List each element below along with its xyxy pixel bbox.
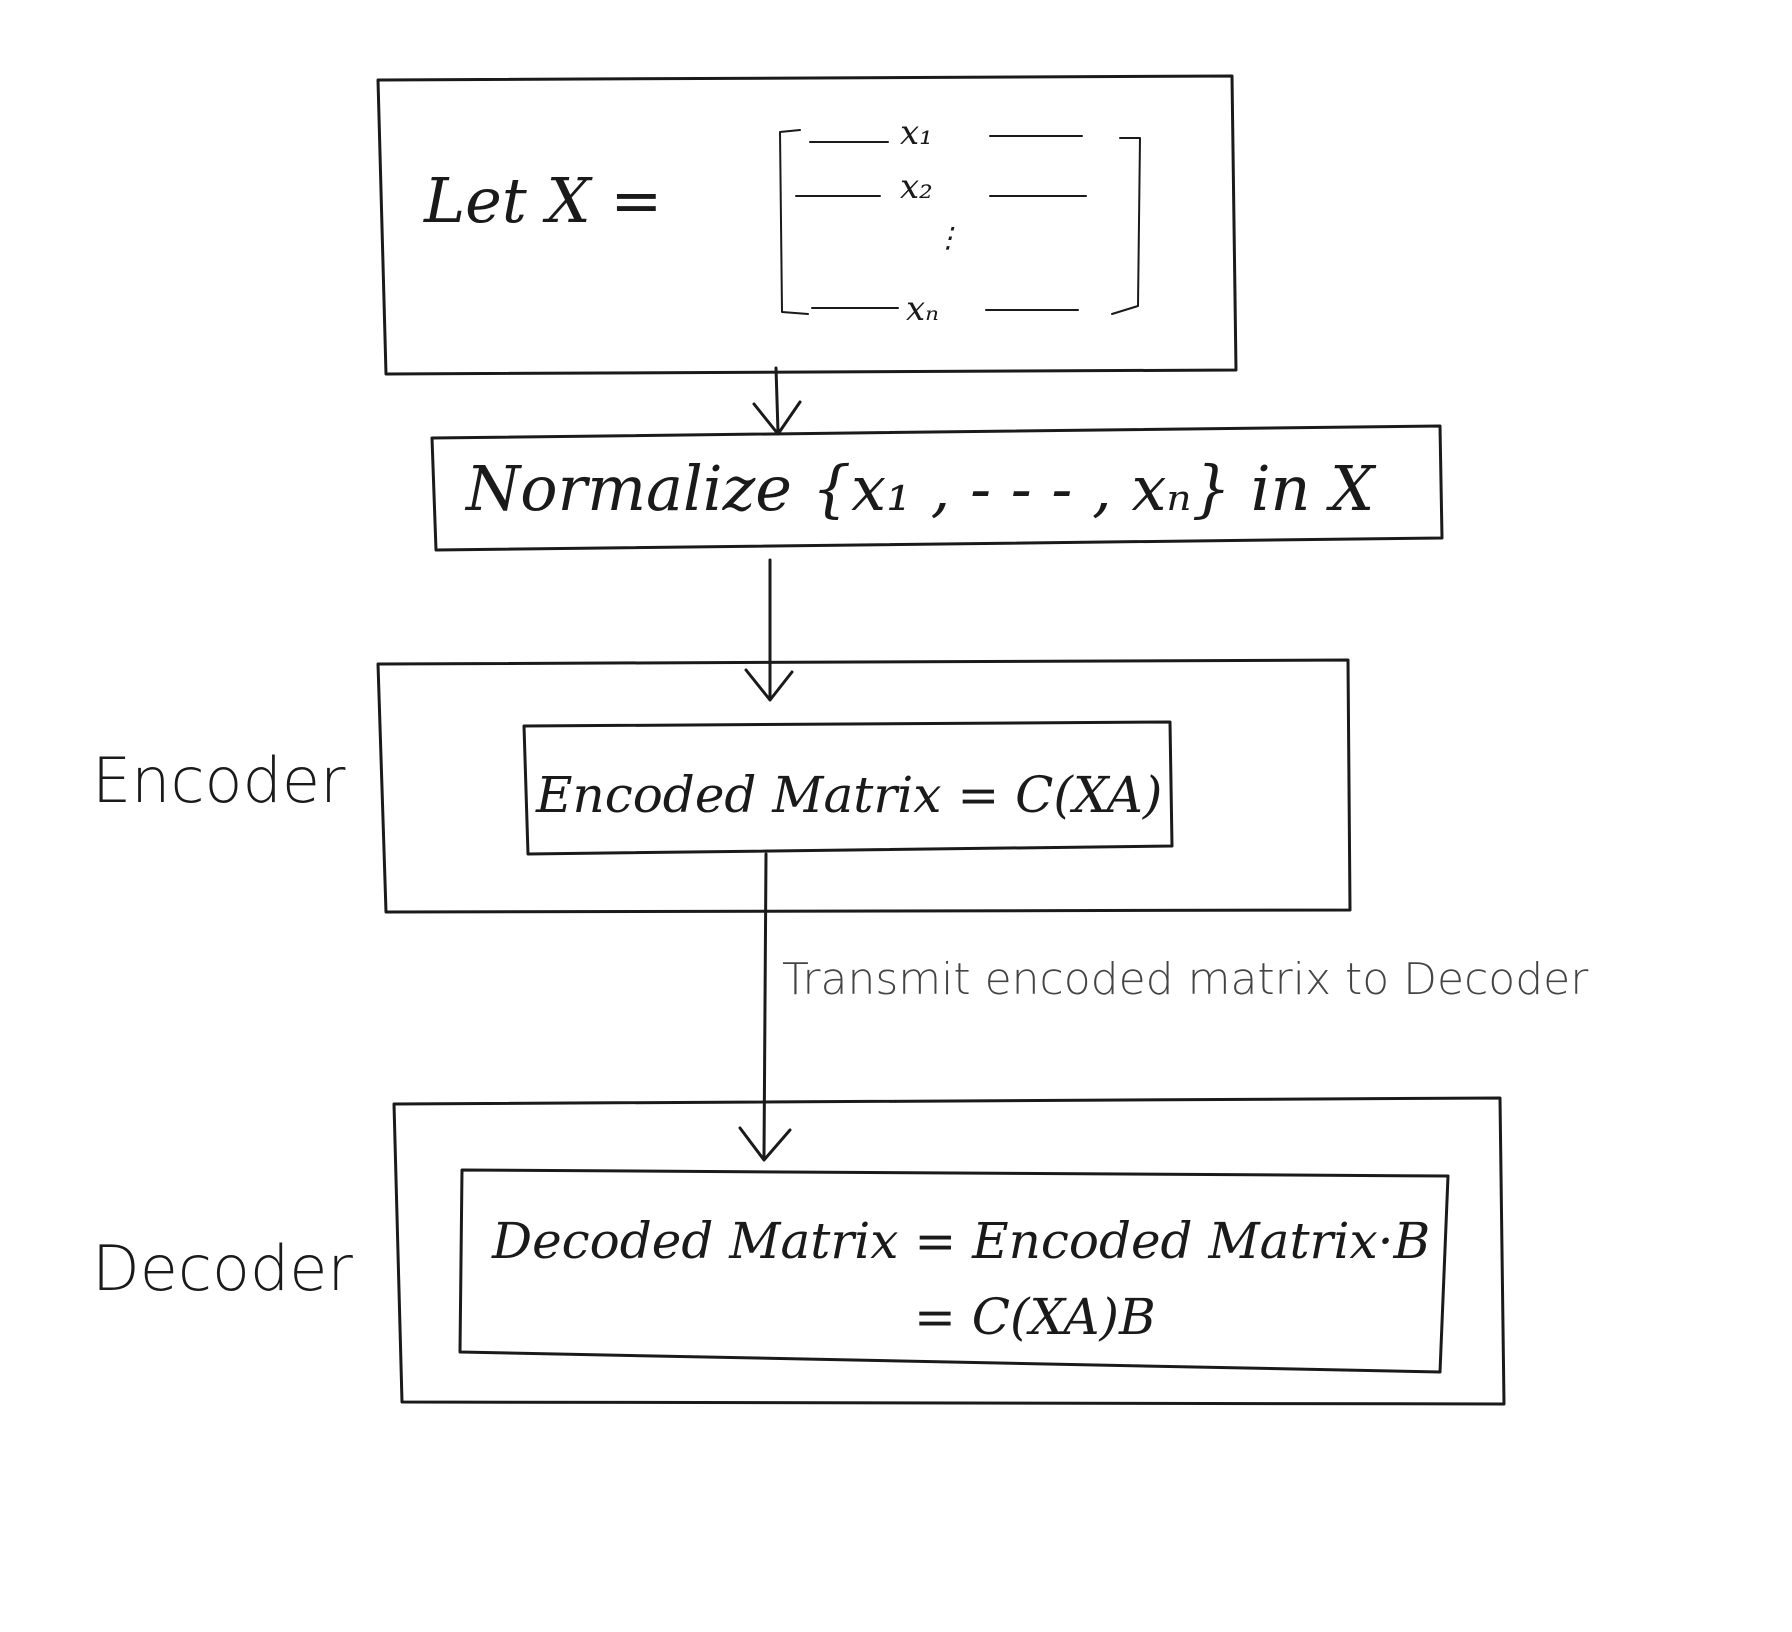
matrix-left-bracket [779,129,809,315]
matrix-right-bracket [1111,137,1141,315]
decoder-side-label: Decoder [92,1232,353,1305]
encoded-matrix-box [522,720,1174,856]
encoder-side-label: Encoder [92,744,346,817]
normalize-label: Normalize {x₁ , - - - , xₙ} in X [466,452,1375,525]
arrow-encoder-to-decoder [738,852,792,1162]
matrix-row-2: x₂ [900,167,933,207]
matrix-row-ellipsis: ⋮ [934,221,962,254]
transmit-note: Transmit encoded matrix to Decoder [782,954,1589,1005]
let-box [376,74,1238,376]
matrix-row-1: x₁ [900,113,933,153]
matrix-row-1-line [809,135,1083,143]
encoded-matrix-label: Encoded Matrix = C(XA) [536,766,1163,824]
decoded-matrix-box [458,1168,1450,1374]
decoded-matrix-line-1: Decoded Matrix = Encoded Matrix·B [492,1212,1431,1270]
decoded-matrix-line-2: = C(XA)B [914,1288,1156,1346]
let-label: Let X = [424,164,663,237]
matrix-row-n: xₙ [906,289,939,329]
matrix-row-n-line [811,307,1079,311]
arrow-let-to-normalize [752,366,802,436]
decoder-box [392,1096,1506,1406]
normalize-box [430,424,1444,552]
encoder-box [376,658,1352,914]
arrow-normalize-to-encoder [744,558,794,702]
